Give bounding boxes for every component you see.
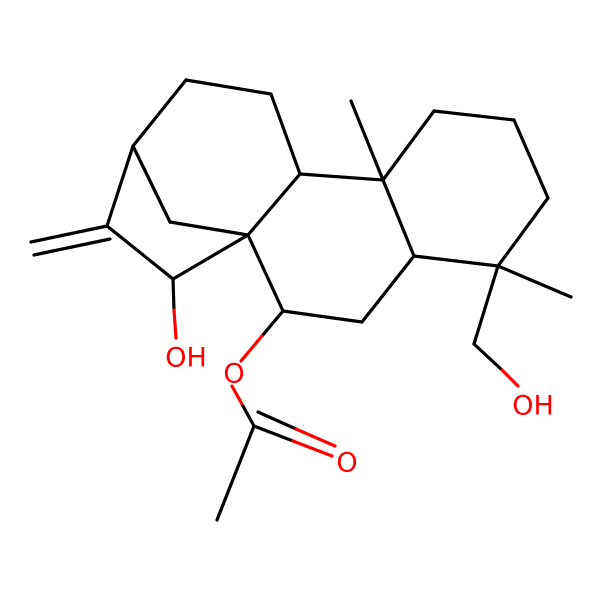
- bond: [168, 220, 250, 237]
- bond: [131, 144, 172, 224]
- bond: [246, 233, 285, 313]
- bond-double: [252, 424, 295, 443]
- bond: [215, 424, 256, 522]
- atom-label-ester-o: O: [223, 359, 244, 390]
- bond-double: [29, 224, 109, 244]
- bond: [241, 404, 256, 428]
- bond: [172, 308, 178, 340]
- bond: [500, 368, 520, 388]
- atom-labels: OH O O OH: [165, 343, 554, 479]
- bond: [381, 178, 416, 258]
- bond: [246, 172, 302, 237]
- bond: [171, 277, 176, 312]
- bond: [432, 109, 516, 122]
- bond: [360, 254, 416, 324]
- bond: [171, 233, 250, 281]
- bond: [472, 264, 500, 346]
- atom-label-carbonyl-o: O: [336, 448, 357, 479]
- bond: [512, 118, 550, 200]
- atom-label-oh-right: OH: [512, 391, 554, 422]
- bond-double: [256, 410, 298, 431]
- bond: [239, 334, 264, 363]
- atom-label-oh-left: OH: [165, 343, 207, 374]
- bond: [298, 172, 385, 182]
- bond-double: [294, 427, 337, 448]
- bond: [105, 224, 175, 281]
- bond: [230, 384, 245, 408]
- bond: [260, 309, 285, 338]
- bond: [131, 78, 188, 148]
- bond: [105, 144, 135, 228]
- bond-methyl: [349, 99, 385, 182]
- bond: [412, 254, 500, 268]
- bond: [269, 92, 302, 176]
- bond: [472, 342, 504, 372]
- bond: [281, 309, 364, 324]
- bond-double: [32, 237, 112, 257]
- bond: [496, 196, 550, 268]
- bond: [381, 109, 436, 182]
- bond-double: [291, 439, 334, 458]
- bond-methyl: [496, 264, 573, 299]
- bond: [184, 78, 273, 96]
- carbon-bonds: [29, 78, 573, 522]
- oxygen-bonds: [171, 277, 520, 458]
